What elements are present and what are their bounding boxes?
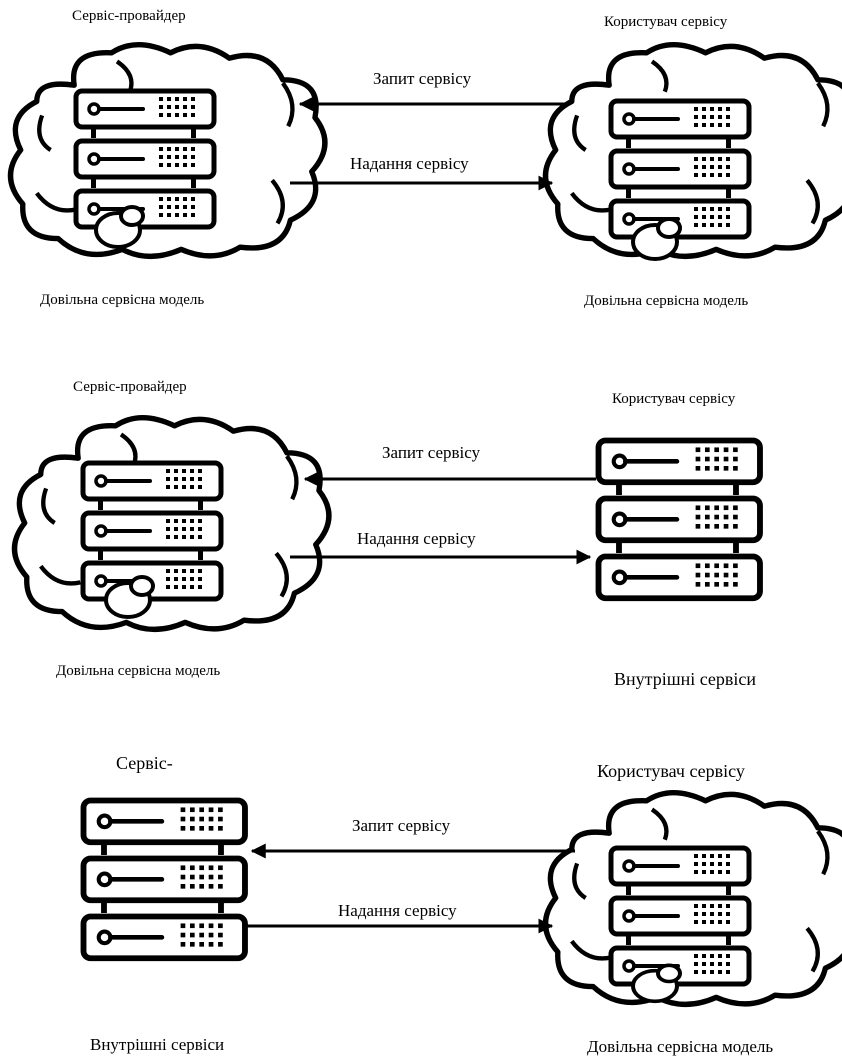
consumer-rack-1	[611, 101, 749, 237]
consumer-rack-2	[599, 440, 760, 598]
provide-label-3: Надання сервісу	[338, 901, 457, 920]
provider-caption-2: Довільна сервісна модель	[56, 663, 221, 679]
provider-caption-1: Довільна сервісна модель	[40, 292, 205, 308]
provider-rack-3	[84, 800, 245, 958]
request-label-1: Запит сервісу	[373, 69, 472, 88]
provider-rack-2	[83, 463, 221, 599]
provide-label-2: Надання сервісу	[357, 529, 476, 548]
consumer-title-1: Користувач сервісу	[604, 14, 728, 30]
provider-title-1: Сервіс-провайдер	[72, 8, 186, 24]
request-label-2: Запит сервісу	[382, 443, 481, 462]
provider-caption-3: Внутрішні сервіси	[90, 1035, 225, 1054]
provider-rack-1	[76, 91, 214, 227]
panel-3	[84, 793, 842, 1005]
panel-1	[11, 45, 842, 261]
consumer-rack-3	[611, 848, 749, 984]
consumer-title-3: Користувач сервісу	[597, 761, 745, 781]
provide-label-1: Надання сервісу	[350, 154, 469, 173]
provider-title-2: Сервіс-провайдер	[73, 379, 187, 395]
consumer-caption-2: Внутрішні сервіси	[614, 669, 757, 689]
panel-2	[15, 418, 760, 630]
consumer-caption-3: Довільна сервісна модель	[587, 1037, 774, 1056]
consumer-caption-1: Довільна сервісна модель	[584, 293, 749, 309]
provider-title-3: Сервіс-	[116, 753, 173, 773]
request-label-3: Запит сервісу	[352, 816, 451, 835]
consumer-title-2: Користувач сервісу	[612, 391, 736, 407]
